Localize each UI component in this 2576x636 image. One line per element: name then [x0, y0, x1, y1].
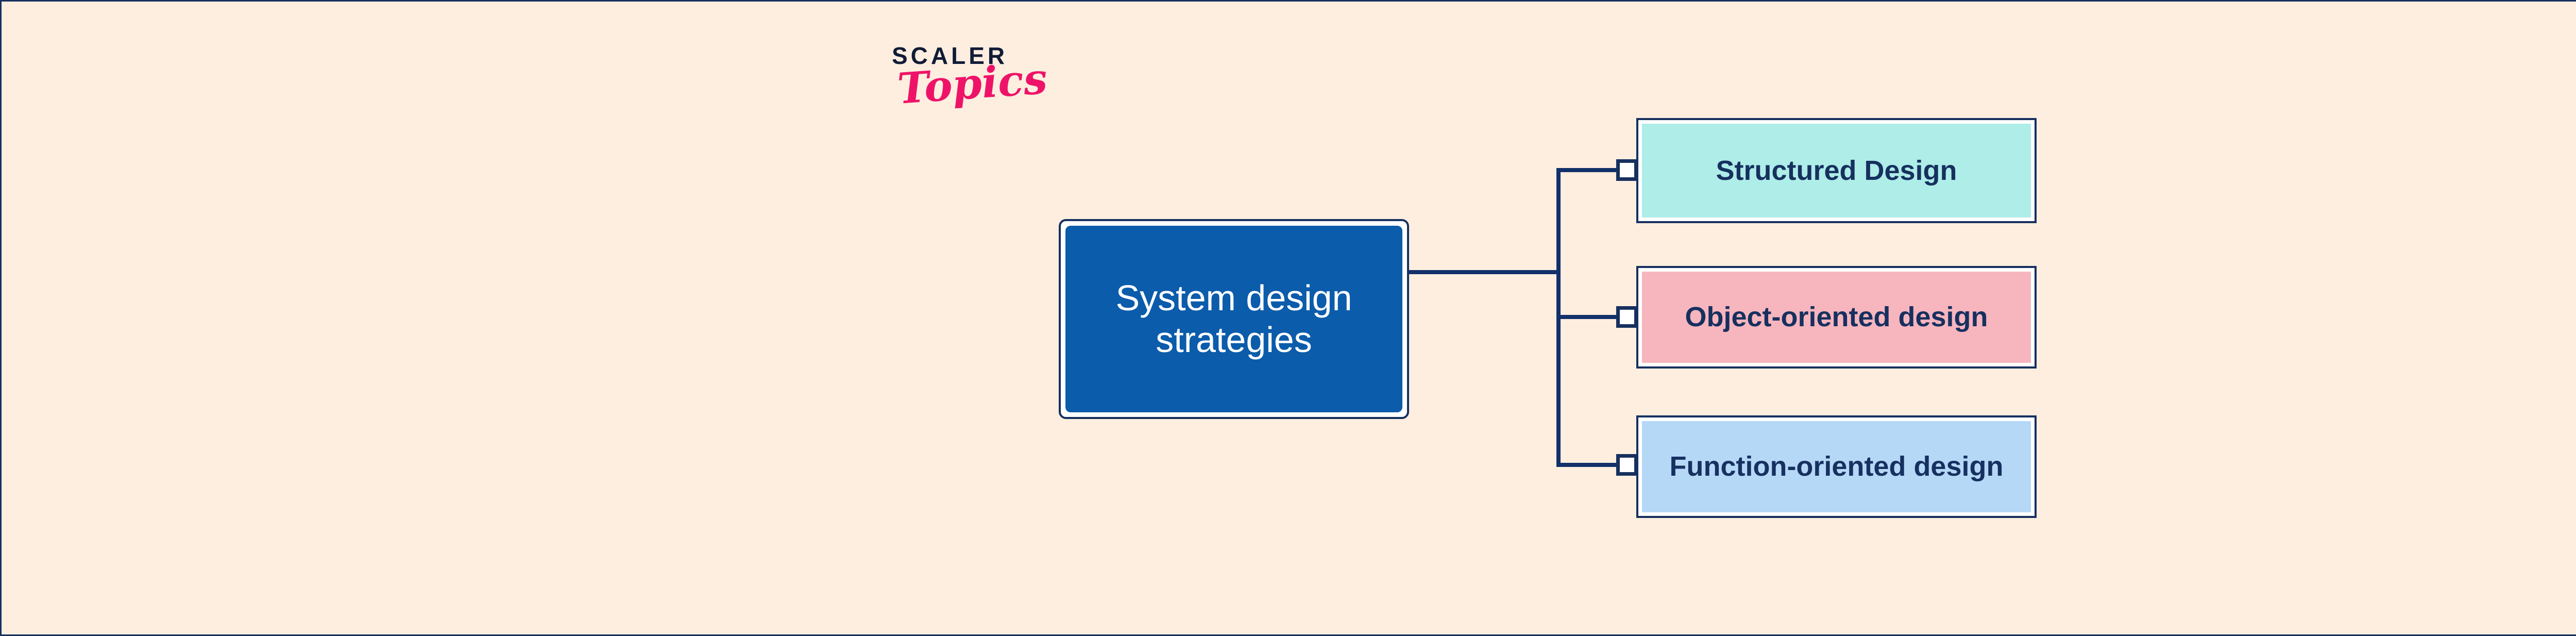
- child-node-body: Structured Design: [1642, 124, 2031, 217]
- root-node-body: System design strategies: [1065, 226, 1402, 412]
- child-node-label: Object-oriented design: [1685, 302, 1988, 333]
- child-node-structured-design[interactable]: Structured Design: [1636, 118, 2037, 223]
- child-node-body: Object-oriented design: [1642, 272, 2031, 363]
- connector-branch-function-oriented-design: [1556, 463, 1618, 467]
- logo-script-text: Topics: [896, 54, 1049, 114]
- root-node-system-design-strategies[interactable]: System design strategies: [1059, 219, 1409, 419]
- child-node-label: Function-oriented design: [1669, 451, 2004, 482]
- root-node-label: System design strategies: [1115, 277, 1352, 360]
- connector-branch-object-oriented-design: [1556, 315, 1618, 319]
- child-node-function-oriented-design[interactable]: Function-oriented design: [1636, 415, 2037, 518]
- logo-wordmark: SCALER: [892, 42, 1008, 69]
- child-node-body: Function-oriented design: [1642, 421, 2031, 512]
- node-toggle-function-oriented-design[interactable]: [1616, 454, 1638, 476]
- node-toggle-structured-design[interactable]: [1616, 159, 1638, 181]
- node-toggle-object-oriented-design[interactable]: [1616, 306, 1638, 328]
- child-node-object-oriented-design[interactable]: Object-oriented design: [1636, 266, 2037, 369]
- child-node-label: Structured Design: [1716, 155, 1957, 186]
- connector-root-stem: [1409, 270, 1561, 274]
- scaler-topics-logo: SCALER Topics: [884, 42, 1059, 145]
- connector-branch-structured-design: [1556, 168, 1618, 172]
